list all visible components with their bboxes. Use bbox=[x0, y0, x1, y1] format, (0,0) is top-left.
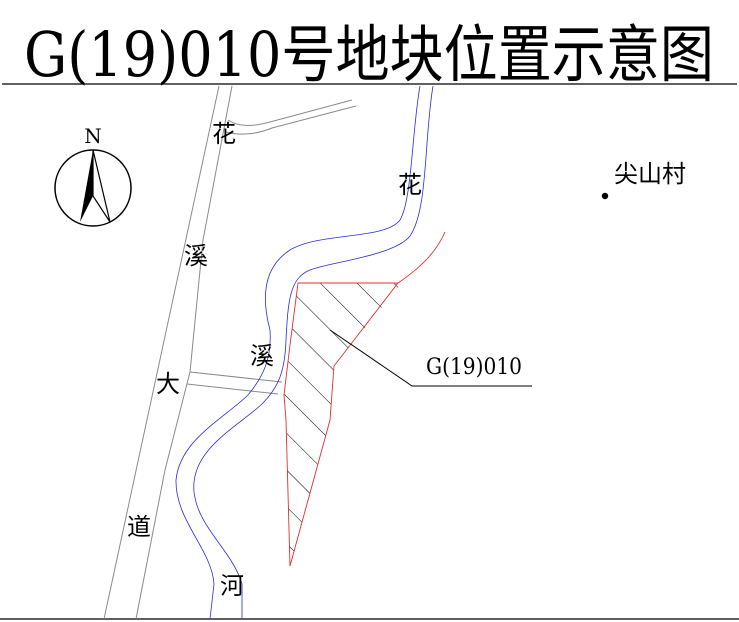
river-char-2: 溪 bbox=[250, 342, 274, 370]
avenue-char-3: 大 bbox=[156, 370, 180, 398]
location-dot-icon bbox=[601, 192, 609, 200]
north-label: N bbox=[84, 124, 102, 148]
parcel-boundary bbox=[283, 231, 446, 567]
north-arrow-icon bbox=[80, 149, 111, 223]
parcel-label: G(19)010 bbox=[426, 355, 522, 380]
map-title: G(19)010号地块位置示意图 bbox=[24, 18, 714, 91]
village-label: 尖山村 bbox=[614, 160, 686, 188]
avenue-char-4: 道 bbox=[127, 513, 151, 541]
parcel-leader-line bbox=[329, 329, 532, 387]
avenue-char-2: 溪 bbox=[184, 242, 208, 270]
parcel-area bbox=[284, 268, 414, 566]
compass: N bbox=[54, 124, 132, 227]
huaxi-river bbox=[175, 85, 434, 620]
avenue-char-1: 花 bbox=[212, 120, 236, 148]
huaxi-avenue bbox=[103, 85, 357, 620]
river-char-3: 河 bbox=[220, 572, 244, 600]
river-char-1: 花 bbox=[398, 171, 422, 199]
